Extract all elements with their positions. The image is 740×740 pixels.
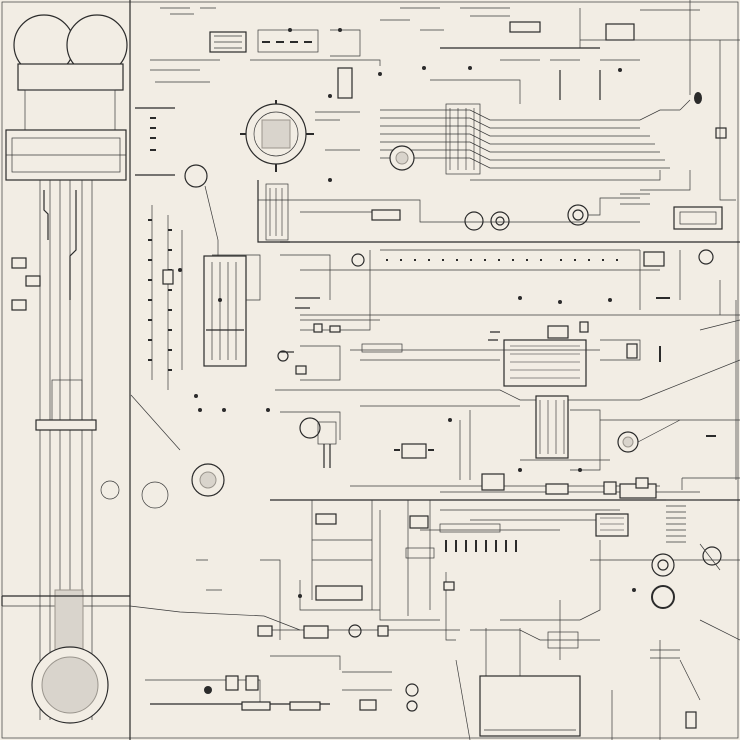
signal-bus-upper [380, 59, 727, 181]
coil-section [257, 180, 723, 243]
left-tube-assembly [1, 14, 130, 724]
top-component-row [150, 0, 740, 172]
bottom-terminals [145, 600, 740, 740]
lower-board [129, 473, 740, 641]
main-rails [280, 241, 740, 333]
solder-pads [178, 28, 636, 598]
right-rails [600, 40, 740, 480]
component-ladder [100, 107, 261, 509]
signal-bus-lower [275, 359, 740, 480]
chip-cluster [277, 321, 661, 387]
